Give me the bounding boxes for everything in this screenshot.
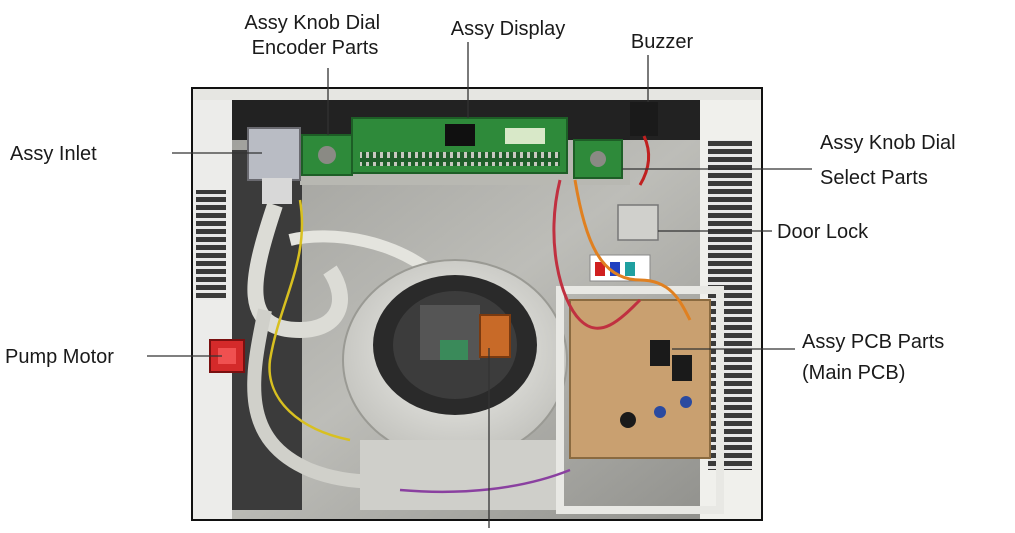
pump-motor-cap: [218, 348, 236, 364]
label-inlet: Assy Inlet: [10, 143, 97, 165]
relay-2: [672, 355, 692, 381]
relay-1: [650, 340, 670, 366]
wire-harness-yellow: [268, 199, 351, 442]
leader-lines: [147, 42, 812, 528]
display-led-window: [505, 128, 545, 144]
capacitor-1: [620, 412, 636, 428]
label-encoder-line2: Encoder Parts: [252, 37, 379, 59]
connector-blue: [610, 262, 620, 276]
lower-plate: [360, 440, 560, 510]
label-pcb: Assy PCB Parts (Main PCB): [802, 331, 950, 384]
photo-frame: [191, 87, 763, 521]
display-chip: [445, 124, 475, 146]
inlet-valve-body: [247, 127, 301, 181]
callout-labels: Assy Knob Dial Encoder Parts Assy Displa…: [5, 12, 961, 384]
capacitor-3: [680, 396, 692, 408]
wire-harness-orange: [573, 179, 692, 321]
capacitor-2: [654, 406, 666, 418]
top-frame-edge: [192, 88, 762, 100]
appliance-photo: [191, 87, 763, 521]
right-vents: [708, 140, 752, 470]
wire-harness-red: [552, 179, 642, 330]
encoder-knob-mount: [318, 146, 336, 164]
label-encoder: Assy Knob Dial Encoder Parts: [244, 12, 385, 59]
label-select-line1: Assy Knob Dial: [820, 132, 956, 154]
left-side-panel: [192, 100, 232, 520]
main-pcb-housing: [556, 286, 724, 514]
label-pump-motor: Pump Motor: [5, 346, 114, 368]
label-display: Assy Display: [451, 18, 565, 40]
motor-coil: [479, 314, 511, 358]
door-lock-body: [617, 204, 659, 241]
buzzer-body: [630, 102, 658, 136]
label-select: Assy Knob Dial Select Parts: [820, 132, 961, 189]
label-pcb-line2: (Main PCB): [802, 362, 905, 384]
label-buzzer: Buzzer: [631, 31, 694, 53]
label-pcb-line1: Assy PCB Parts: [802, 331, 944, 353]
label-select-line2: Select Parts: [820, 167, 928, 189]
label-door-lock: Door Lock: [777, 221, 869, 243]
inlet-connector: [262, 178, 292, 204]
display-pin-header: [360, 152, 560, 166]
buzzer-wire: [638, 135, 651, 186]
inlet-tube: [247, 202, 348, 339]
motor-green-part: [440, 340, 468, 360]
connector-teal: [625, 262, 635, 276]
select-knob-mount: [590, 151, 606, 167]
left-vents: [196, 190, 226, 300]
connector-red: [595, 262, 605, 276]
label-encoder-line1: Assy Knob Dial: [244, 12, 380, 34]
